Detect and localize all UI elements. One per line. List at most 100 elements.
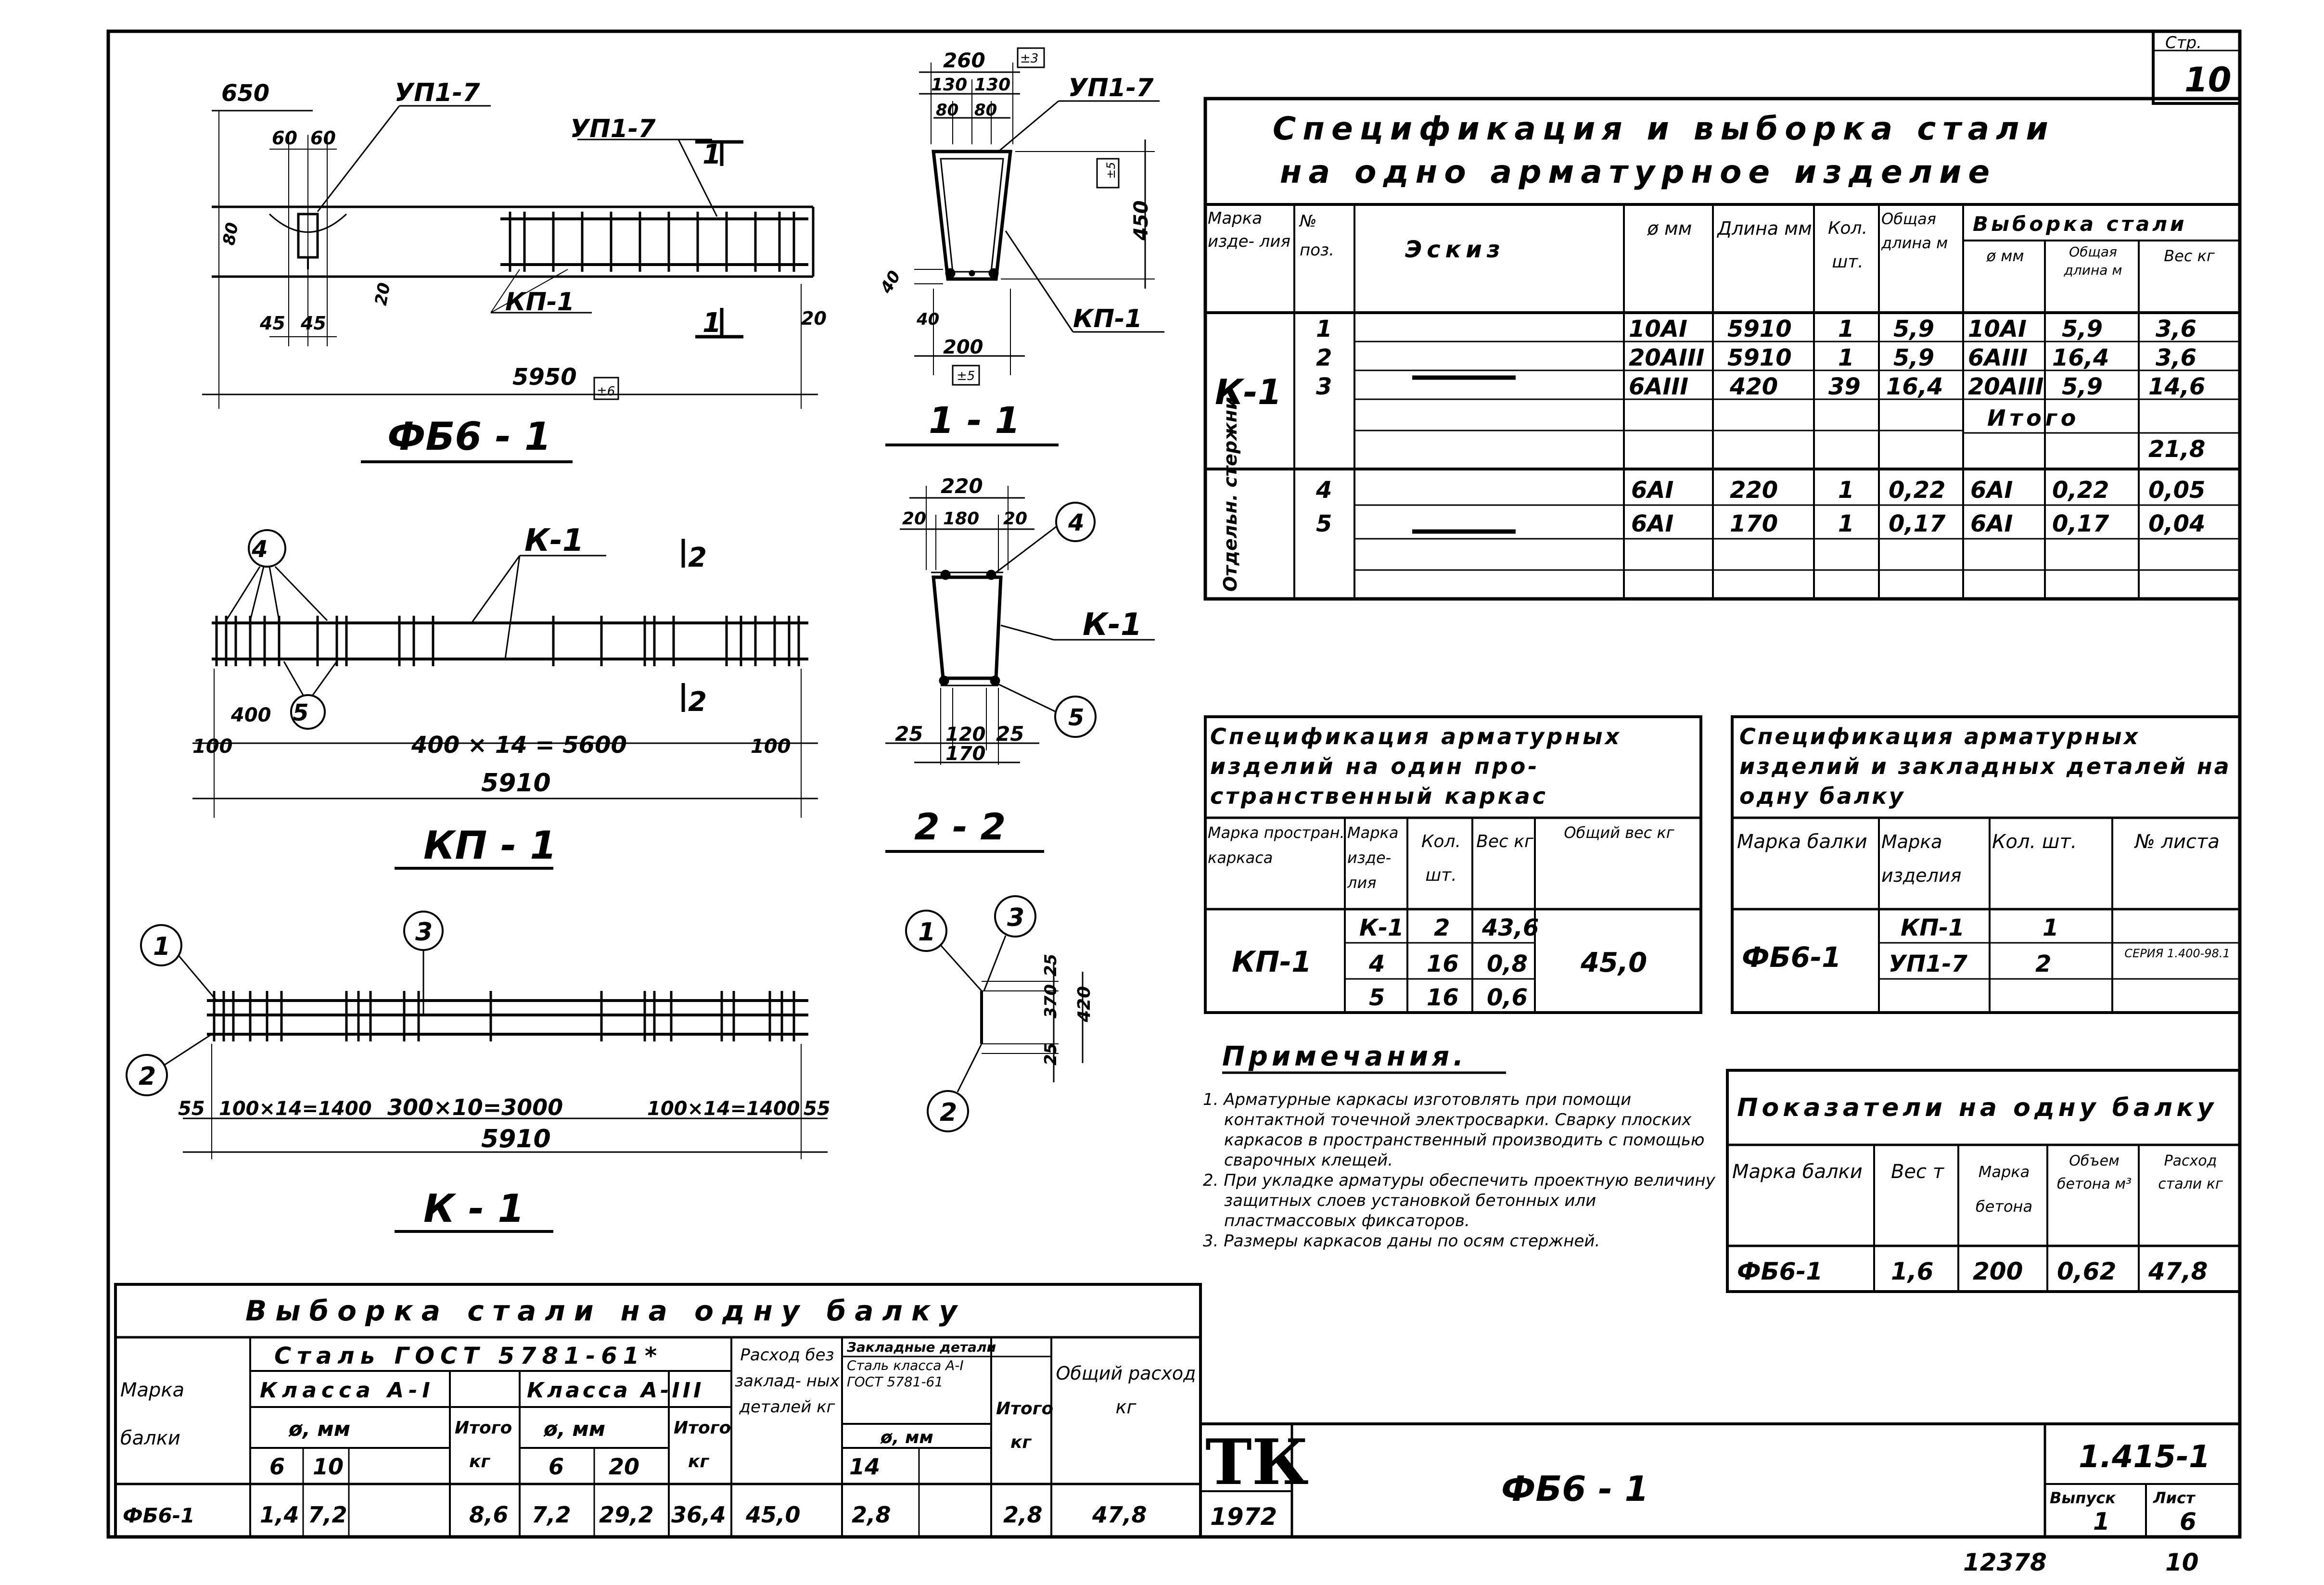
indicators-h-concrete: Марка бетона (1976, 1163, 2032, 1216)
svg-text:2: 2 (2035, 951, 2051, 977)
svg-text:2: 2 (1434, 914, 1450, 941)
spec-main-itogo-value: 21,8 (2148, 436, 2205, 463)
svg-text:16,4: 16,4 (2052, 344, 2109, 371)
steel-sel-title: Выборка стали на одну балку (245, 1294, 966, 1327)
kp1-dim-total: 5910 (481, 769, 551, 798)
s22-title: 2 - 2 (914, 805, 1006, 848)
svg-text:29,2: 29,2 (599, 1502, 654, 1528)
indicators-h-wt: Вес т (1891, 1161, 1944, 1183)
svg-text:47,8: 47,8 (2148, 1257, 2208, 1285)
fb6-section-mark-bottom: 1 (702, 307, 721, 339)
spec-main-title2: на одно арматурное изделие (1280, 153, 1996, 190)
kp1-dim-100b: 100 (751, 735, 791, 758)
fb6-dim-20: 20 (371, 281, 395, 307)
note-1: 1. Арматурные каркасы изготовлять при по… (1203, 1090, 1705, 1170)
svg-text:К-1: К-1 (1359, 914, 1404, 941)
svg-text:КП-1: КП-1 (1901, 914, 1965, 941)
s22-label-k1: К-1 (1083, 607, 1142, 643)
steel-sel-h-embed: Закладные детали (846, 1339, 996, 1355)
steel-sel-subheaders: 6 10 6 20 14 (269, 1454, 880, 1480)
fb6-label-kp1: КП-1 (505, 288, 575, 317)
spec-main-row-5: 5 6АI 170 1 0,17 6АI 0,17 0,04 (1316, 510, 2205, 537)
kp1-dim-100a: 100 (192, 735, 233, 758)
svg-text:3: 3 (1316, 373, 1332, 400)
fb6-title: ФБ6 - 1 (387, 414, 551, 459)
steel-sel-row: ФБ6-1 1,4 7,2 8,6 7,2 29,2 36,4 45,0 2,8… (123, 1502, 1147, 1528)
title-block-logo: ТК (1205, 1425, 1309, 1499)
svg-text:10: 10 (313, 1454, 344, 1480)
indicators-h-volume: Объем бетона м³ (2057, 1153, 2132, 1192)
svg-text:14,6: 14,6 (2148, 373, 2205, 400)
spec-main-h-seldia: ø мм (1986, 247, 2024, 265)
svg-text:10АI: 10АI (1968, 316, 2027, 342)
s11-dim-80a: 80 (936, 101, 958, 120)
svg-text:6АIII: 6АIII (1968, 344, 2028, 371)
svg-text:0,8: 0,8 (1487, 951, 1528, 977)
svg-text:3,6: 3,6 (2156, 344, 2196, 371)
s22-dim-220: 220 (941, 474, 983, 498)
fb6-label-up1-7-right: УП1-7 (570, 114, 656, 143)
steel-sel-h-a3-phi: ø, мм (543, 1417, 605, 1441)
detail-callout-3: 3 (1007, 903, 1024, 932)
s11-dim-450: 450 (1130, 201, 1152, 241)
svg-text:2,8: 2,8 (852, 1502, 891, 1528)
steel-sel-h-embed-steel: Сталь класса А-I ГОСТ 5781-61 (847, 1357, 964, 1390)
fb6-dim-60b: 60 (310, 127, 336, 149)
spec-main-h-dia: ø мм (1647, 218, 1692, 239)
svg-text:5: 5 (1316, 510, 1332, 537)
s22-callout-5: 5 (1068, 704, 1084, 731)
svg-text:6: 6 (549, 1454, 564, 1480)
svg-text:3,6: 3,6 (2156, 316, 2196, 342)
svg-text:6АIII: 6АIII (1629, 373, 1688, 400)
svg-text:0,05: 0,05 (2148, 477, 2205, 504)
spec-main-h-pos: № поз. (1300, 212, 1334, 260)
svg-text:1,6: 1,6 (1891, 1257, 1934, 1285)
s22-callout-4: 4 (1068, 509, 1084, 536)
svg-text:170: 170 (1730, 510, 1778, 537)
k1-dim-55a: 55 (178, 1098, 205, 1120)
indicators-h-mark: Марка балки (1732, 1161, 1863, 1183)
section-1-1 (885, 47, 1164, 446)
kp1-callout-5: 5 (293, 699, 308, 726)
title-block-year: 1972 (1210, 1503, 1277, 1531)
steel-sel-h-embed-phi: ø, мм (880, 1428, 933, 1447)
svg-text:1: 1 (1838, 316, 1854, 342)
page-value: 10 (2184, 60, 2231, 100)
title-block-series: 1.415-1 (2079, 1439, 2210, 1475)
kp1-title: КП - 1 (423, 823, 557, 868)
s11-tol-c: ±5 (957, 369, 975, 383)
svg-text:5910: 5910 (1727, 316, 1792, 342)
svg-text:ФБ6-1: ФБ6-1 (1737, 1257, 1823, 1285)
indicators-title: Показатели на одну балку (1737, 1093, 2217, 1122)
fb6-dim-45a: 45 (259, 313, 285, 334)
svg-text:0,17: 0,17 (2052, 510, 2109, 537)
fb6-dim-650: 650 (221, 80, 269, 107)
detail-dim-25b: 25 (1041, 1043, 1060, 1065)
svg-text:20АIII: 20АIII (1629, 344, 1705, 371)
s22-dim-25a: 25 (895, 722, 923, 746)
svg-text:6АI: 6АI (1631, 510, 1673, 537)
k1-dim-55b: 55 (804, 1098, 830, 1120)
spec-main-h-sketch: Эскиз (1405, 236, 1505, 263)
spec-beam-h-sheet: № листа (2135, 831, 2220, 853)
steel-sel-h-embed-itogo: Итого (996, 1399, 1053, 1419)
k1-callout-3: 3 (415, 918, 433, 947)
svg-text:1: 1 (2043, 914, 2058, 941)
s22-dim-25b: 25 (996, 722, 1024, 746)
kp1-callout-4: 4 (251, 536, 268, 563)
spec-beam-row-2: УП1-7 2 (1889, 951, 2051, 977)
steel-sel-h-mark: Марка балки (120, 1379, 184, 1449)
svg-text:8,6: 8,6 (469, 1502, 509, 1528)
spec-main-h-select: Выборка стали (1973, 212, 2187, 236)
svg-text:1: 1 (1838, 510, 1854, 537)
svg-text:7,2: 7,2 (308, 1502, 347, 1528)
svg-text:0,04: 0,04 (2148, 510, 2205, 537)
spec-main-title1: Спецификация и выборка стали (1273, 110, 2055, 147)
spec-frame-mark: КП-1 (1232, 945, 1312, 979)
spec-main-row-2: 2 20АIII 5910 1 5,9 6АIII 16,4 3,6 (1316, 344, 2196, 371)
s11-dim-40a: 40 (876, 267, 905, 297)
k1-callout-1: 1 (153, 932, 170, 961)
detail-callout-2: 2 (940, 1098, 957, 1127)
s11-tol-a: ±3 (1020, 51, 1038, 66)
steel-sel-h-a1-itogo: Итого (455, 1418, 512, 1438)
